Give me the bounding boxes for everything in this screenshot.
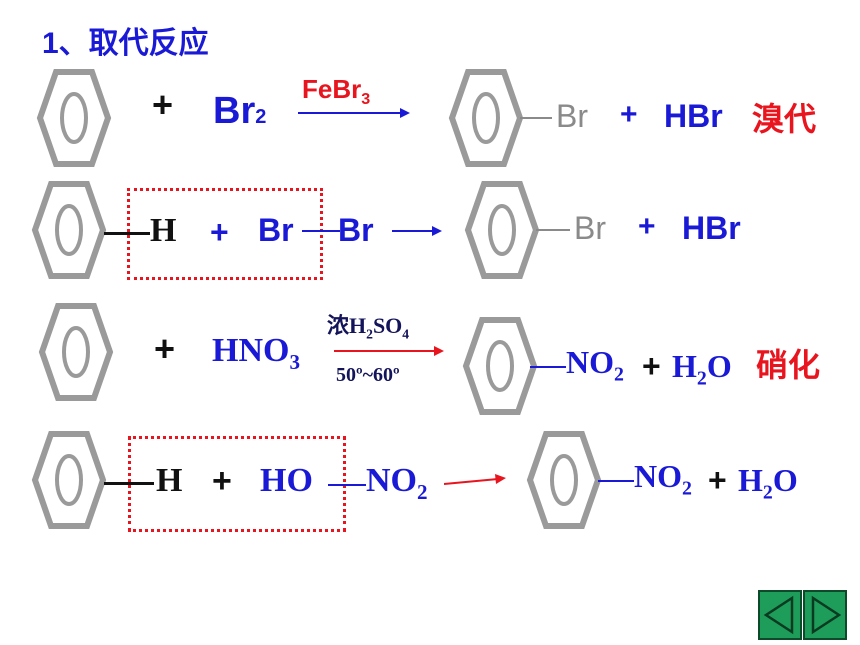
condition-temperature: 50º~60º [336, 364, 400, 386]
bromine-right: Br [338, 212, 374, 248]
product-br: Br [556, 98, 588, 134]
product-br: Br [574, 210, 606, 246]
byproduct-hbr: HBr [664, 98, 723, 134]
catalyst-febr3: FeBr3 [302, 74, 370, 109]
benzene-ring-icon [526, 431, 602, 529]
highlight-box [127, 188, 323, 280]
bond-line [530, 366, 566, 368]
plus-sign: + [212, 462, 232, 500]
catalyst-main: FeBr [302, 74, 362, 104]
benzene-ring-icon [462, 317, 538, 415]
bond-line [598, 480, 634, 482]
reaction-arrow-icon [392, 226, 442, 236]
bromine-left: Br [258, 212, 294, 248]
bond-line [302, 230, 340, 232]
condition-acid-sub2: 4 [402, 326, 410, 342]
product-no2: NO2 [634, 458, 692, 500]
benzene-ring-icon [31, 431, 107, 529]
bond-line [328, 484, 366, 486]
triangle-right-icon [811, 595, 842, 635]
nitro-subscript: 2 [417, 479, 428, 504]
benzene-ring-icon [448, 69, 524, 167]
benzene-ring-icon [38, 303, 114, 401]
water-o: O [706, 348, 732, 384]
plus-sign: + [638, 210, 656, 243]
condition-acid-mid: SO [372, 313, 403, 338]
benzene-ring-icon [36, 69, 112, 167]
product-water: H2O [672, 348, 732, 390]
benzene-ring-icon [31, 181, 107, 279]
reagent-hno3: HNO3 [212, 332, 300, 375]
reaction-arrow-icon [444, 474, 506, 485]
product-main: NO [566, 344, 614, 380]
reaction-type-label: 溴代 [752, 101, 817, 137]
condition-acid-prefix: 浓H [327, 313, 367, 338]
reaction-type-label: 硝化 [756, 347, 821, 383]
plus-sign: + [642, 348, 661, 384]
catalyst-subscript: 3 [361, 90, 371, 109]
slide-title: 1、取代反应 [42, 27, 209, 60]
reagent-subscript: 3 [289, 349, 300, 374]
benzene-ring-icon [464, 181, 540, 279]
plus-sign: + [210, 214, 229, 250]
hydroxyl-group: HO [260, 462, 313, 499]
water-subscript: 2 [696, 367, 707, 390]
water-h: H [738, 462, 763, 498]
reagent-main: Br [213, 90, 256, 132]
previous-slide-button[interactable] [758, 590, 802, 640]
highlight-box [128, 436, 346, 532]
hydrogen-atom: H [156, 462, 183, 499]
bond-line [536, 229, 570, 231]
product-subscript: 2 [682, 477, 692, 500]
bond-line [520, 117, 552, 119]
plus-sign: + [154, 328, 176, 369]
plus-sign: + [708, 462, 727, 498]
nitro-group: NO2 [366, 462, 428, 505]
plus-sign: + [620, 98, 638, 131]
hydrogen-atom: H [150, 212, 177, 249]
nitro-main: NO [366, 462, 417, 499]
triangle-left-icon [763, 595, 794, 635]
water-h: H [672, 348, 697, 384]
product-water: H2O [738, 462, 798, 504]
condition-acid-sub1: 2 [366, 326, 373, 342]
reaction-arrow-icon [298, 108, 410, 118]
plus-sign: + [152, 84, 174, 125]
product-main: NO [634, 458, 682, 494]
product-no2: NO2 [566, 344, 624, 386]
reaction-arrow-icon [334, 346, 444, 356]
condition-acid: 浓H2SO4 [327, 308, 409, 342]
water-subscript: 2 [762, 481, 773, 504]
reagent-subscript: 2 [255, 106, 267, 128]
water-o: O [772, 462, 798, 498]
product-subscript: 2 [614, 363, 624, 386]
reagent-main: HNO [212, 332, 290, 369]
reagent-br2: Br2 [213, 90, 266, 133]
next-slide-button[interactable] [803, 590, 847, 640]
byproduct-hbr: HBr [682, 210, 741, 246]
